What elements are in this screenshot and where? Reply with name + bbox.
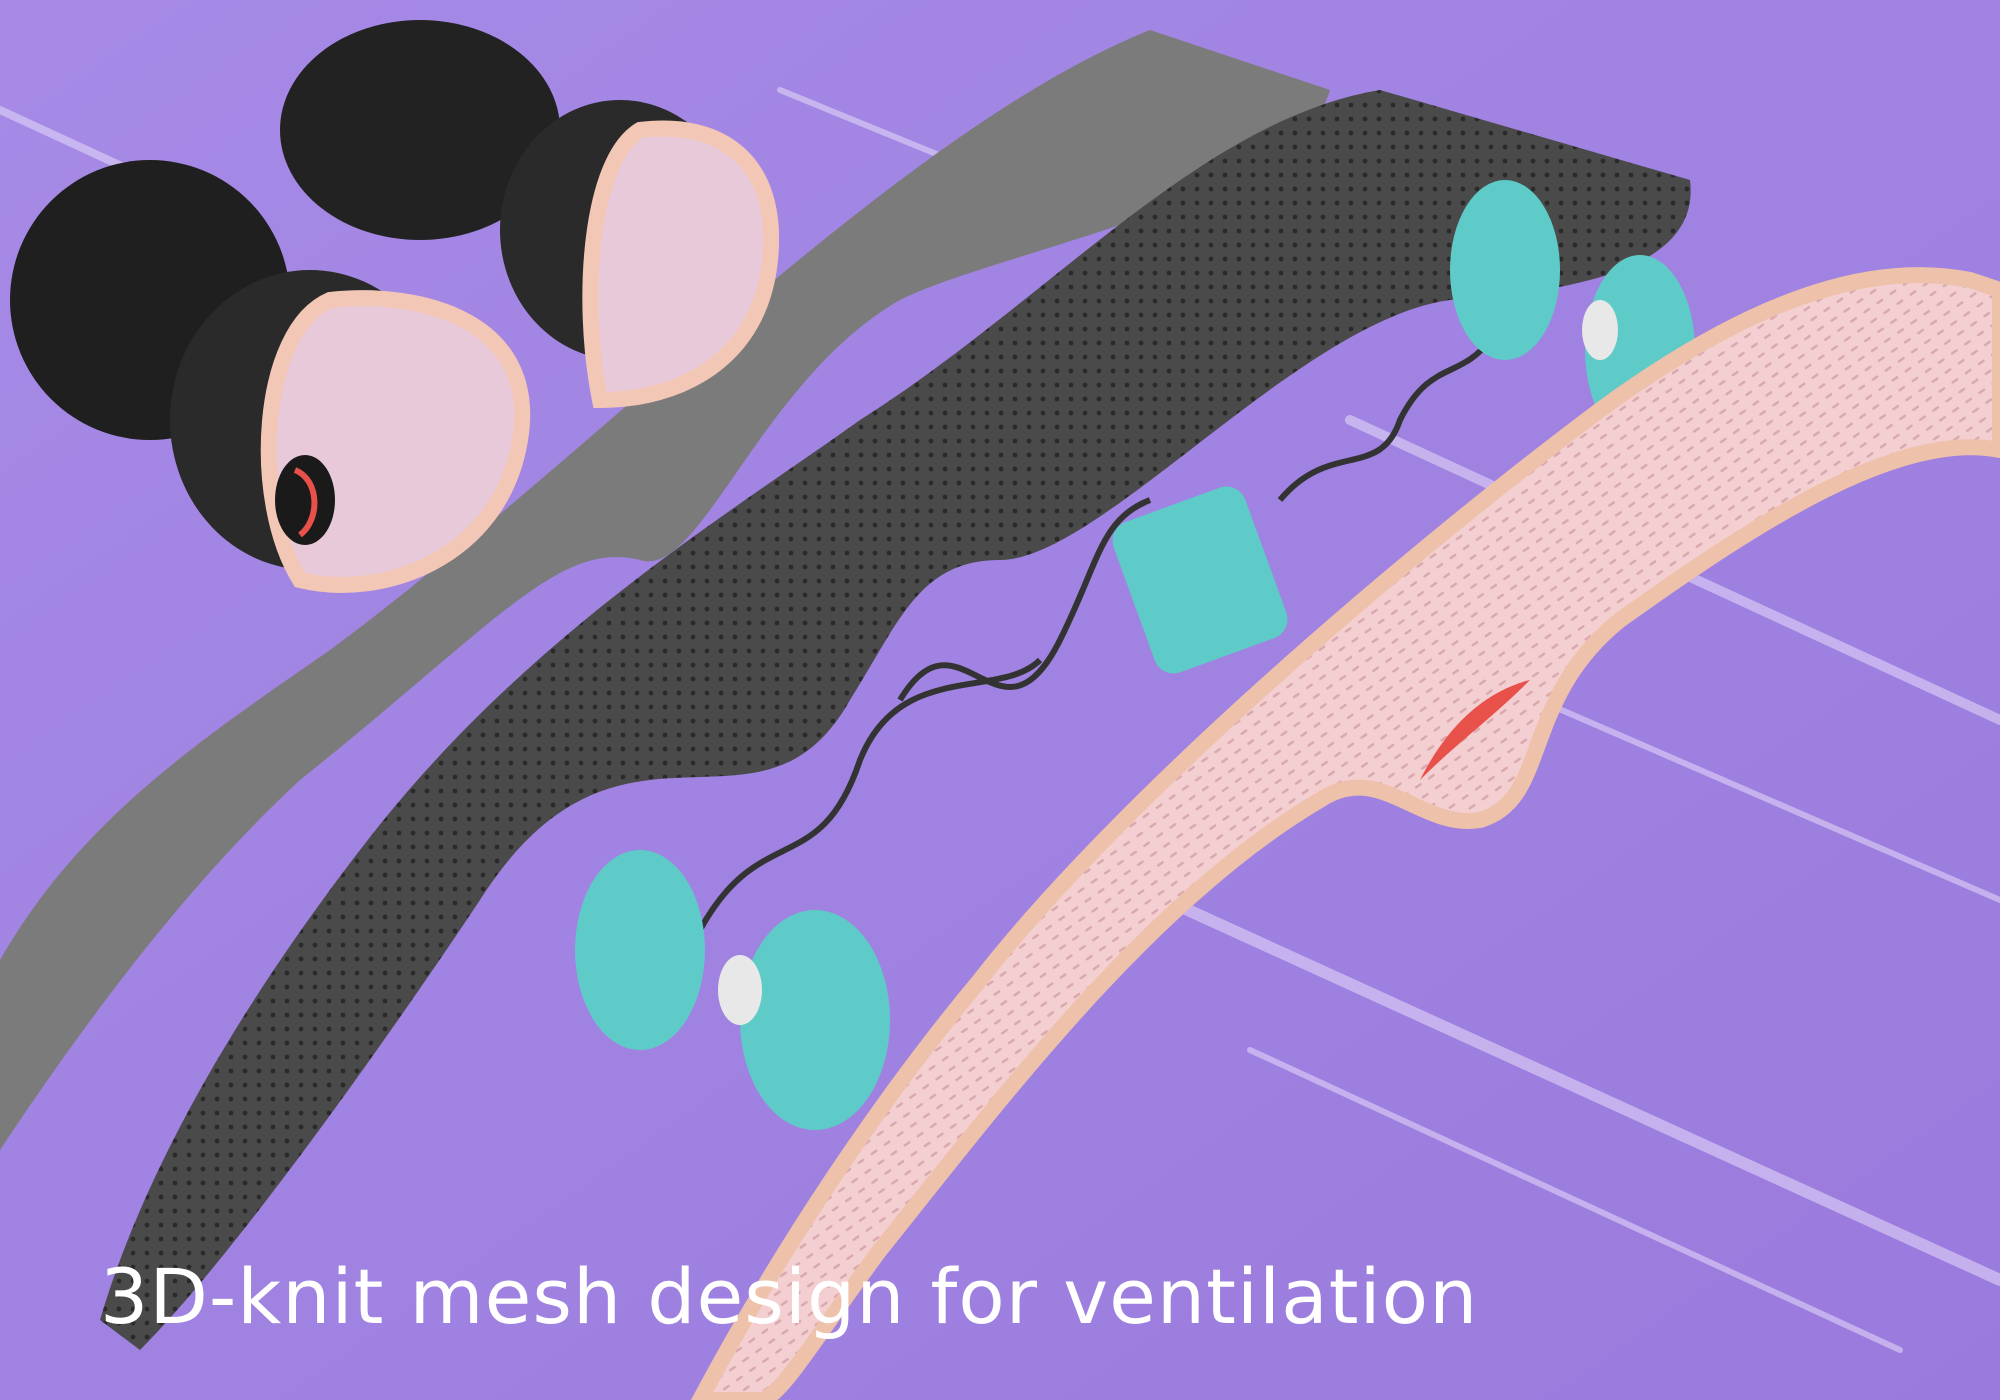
logo-badge xyxy=(275,455,335,545)
audio-module xyxy=(575,180,1695,1130)
manta-logo-icon xyxy=(1420,680,1530,780)
outer-shell xyxy=(690,267,2000,1400)
eye-cups xyxy=(10,20,780,593)
foam-layer xyxy=(0,30,1330,1150)
caption: 3D-knit mesh design for ventilation xyxy=(100,1252,1479,1341)
manta-logo-icon xyxy=(293,467,318,538)
